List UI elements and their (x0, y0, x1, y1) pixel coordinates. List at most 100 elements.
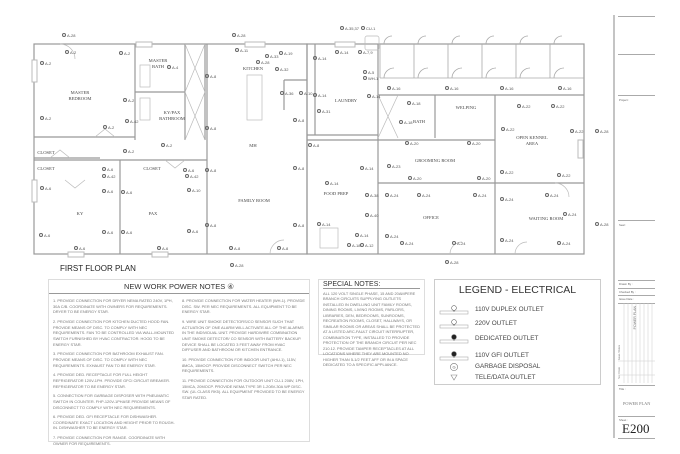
circuit-label: A-18 (399, 120, 412, 125)
circuit-text: A-8 (210, 168, 217, 173)
circuit-label: A-19 (279, 51, 292, 56)
circuit-text: A-24 (390, 193, 399, 198)
circuit-label: WH-1 (363, 76, 378, 81)
circuit-label: A-14 (355, 233, 368, 238)
circuit-label: A-6 (102, 230, 114, 235)
outlet-icon (408, 176, 412, 180)
room-closet: CLOSET (143, 166, 161, 171)
outlet-icon (477, 176, 481, 180)
outlet-icon (62, 33, 66, 37)
outlet-icon (103, 125, 107, 129)
circuit-label: A-14 (317, 222, 330, 227)
circuit-label: A-22 (501, 127, 515, 132)
circuit-label: A-24 (400, 241, 413, 246)
circuit-text: A-2 (45, 61, 52, 66)
revision-title: POWER PLAN (633, 306, 637, 330)
legend-title: LEGEND - ELECTRICAL (458, 284, 577, 296)
circuit-label: A-22 (500, 170, 513, 175)
circuit-label: A-24 (452, 241, 465, 246)
outlet-icon (125, 119, 129, 123)
outlet-icon (358, 50, 362, 54)
circuit-text: A-6 (107, 189, 114, 194)
circuit-label: A-6 (40, 186, 51, 191)
room-waiting-room: WAITING ROOM (528, 216, 564, 221)
circuit-text: A-5 (368, 70, 375, 75)
circuit-label: A-40 (365, 213, 378, 218)
circuit-text: A-8 (210, 223, 217, 228)
circuit-text: A-6 (107, 230, 114, 235)
circuit-text: A-11 (240, 48, 249, 53)
circuit-label: A-8 (205, 223, 217, 228)
circuit-label: A-6 (74, 246, 85, 251)
outlet-icon (293, 118, 297, 122)
outlet-icon (335, 50, 339, 54)
circuit-text: A-24 (422, 193, 431, 198)
legend-item-label: DEDICATED OUTLET (475, 335, 539, 342)
circuit-text: A-36 (285, 91, 294, 96)
outlet-icon (445, 260, 449, 264)
outlet-icon (452, 241, 456, 245)
legend-item-label: GARBAGE DISPOSAL (475, 363, 541, 370)
outlet-icon (121, 190, 125, 194)
outlet-icon (280, 91, 284, 95)
plan-title: FIRST FLOOR PLAN (60, 264, 136, 273)
circuit-label: A-14 (325, 181, 338, 186)
circuit-label: A-8 (229, 246, 240, 251)
outlet-icon (365, 213, 369, 217)
circuit-text: A-4 (172, 65, 179, 70)
power-note: 11. PROVIDE CONNECTION FOR OUTDOOR UNIT … (182, 377, 305, 400)
kennel-stall (515, 35, 531, 79)
outlet-icon (363, 70, 367, 74)
circuit-text: A-2 (128, 149, 135, 154)
circuit-text: A-14 (318, 56, 327, 61)
outlet-icon (102, 230, 106, 234)
circuit-label: A-20 (477, 176, 490, 181)
circuit-label: A-7,9 (358, 50, 373, 55)
room-pax: PAX (148, 211, 158, 216)
circuit-text: A-24 (568, 212, 577, 217)
outlet-icon (595, 129, 599, 133)
circuit-text: A-22 (506, 127, 515, 132)
circuit-label: A-10 (299, 91, 312, 96)
tele-data-outlet-icon (439, 371, 469, 381)
checked-by-label: Checked By : (619, 290, 636, 294)
circuit-label: A-14 (367, 94, 381, 99)
220v-outlet-icon (439, 317, 469, 329)
outlet-icon (167, 65, 171, 69)
legend-item-label: 220V OUTLET (475, 320, 517, 327)
circuit-text: A-8 (210, 126, 217, 131)
outlet-icon (277, 246, 281, 250)
title-label: Title : (619, 387, 626, 391)
circuit-label: A-33 (265, 54, 278, 59)
circuit-text: A-14 (372, 94, 381, 99)
outlet-icon (119, 51, 123, 55)
outlet-icon (161, 143, 165, 147)
circuit-label: A-2 (119, 51, 130, 56)
room-laundry: LAUNDRY (334, 98, 358, 103)
circuit-text: A-6 (126, 230, 133, 235)
outlet-icon (102, 189, 106, 193)
revision-grid (618, 303, 655, 383)
special-notes-text: ALL 120 VOLT SINGLE PHASE, 15 AND 20AMPE… (323, 291, 420, 368)
outlet-icon (74, 246, 78, 250)
circuit-label: A-20 (467, 141, 480, 146)
outlet-icon (40, 61, 44, 65)
circuit-label: A-32 (275, 67, 288, 72)
circuit-text: A-14 (340, 50, 349, 55)
room-food-prep: FOOD PREP (323, 191, 349, 196)
circuit-text: A-2 (45, 116, 52, 121)
circuit-label: A-2 (65, 50, 76, 55)
circuit-text: A-6 (44, 233, 51, 238)
duplex-outlet-icon (439, 303, 469, 315)
circuit-label: A-5 (363, 70, 375, 75)
circuit-label: A-8 (308, 143, 319, 148)
circuit-label: A-36 (280, 91, 294, 96)
power-note: 10. PROVIDE CONNECTION FOR INDOOR UNIT (… (182, 356, 297, 374)
circuit-text: A-24 (562, 241, 571, 246)
circuit-label: A-8 (293, 118, 304, 123)
outlet-icon (407, 101, 411, 105)
outlet-icon (467, 141, 471, 145)
outlet-icon (545, 193, 549, 197)
